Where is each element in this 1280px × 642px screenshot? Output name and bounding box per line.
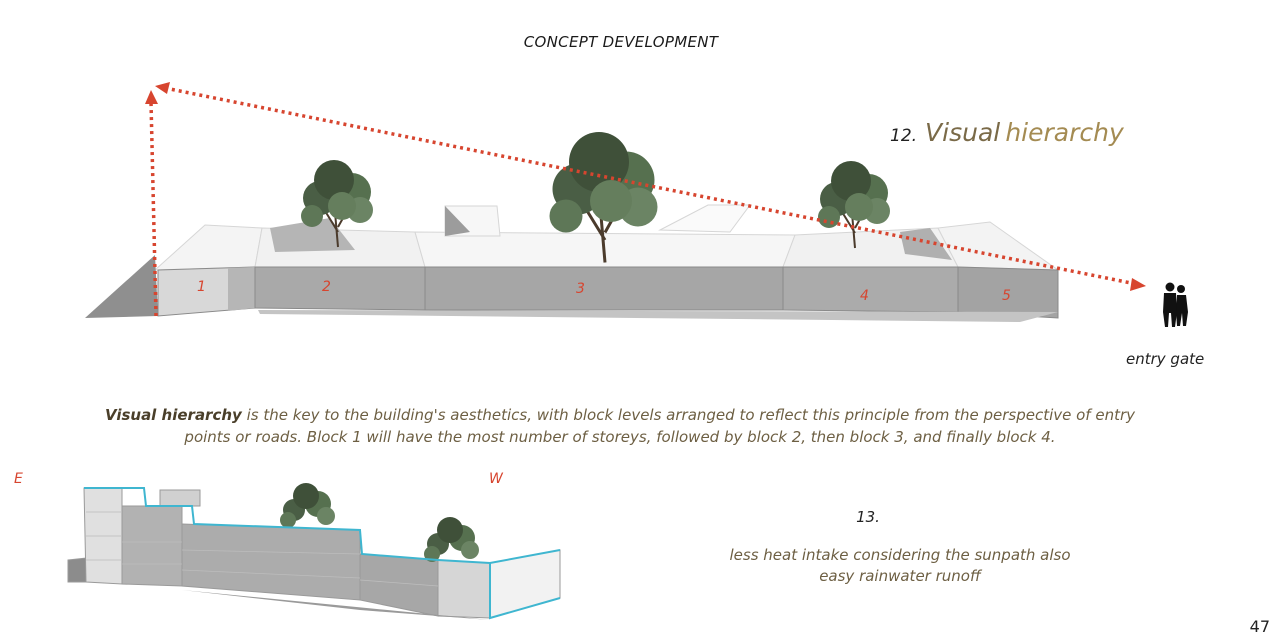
block-label-1: 1	[197, 279, 206, 295]
section-13-caption: less heat intake considering the sunpath…	[690, 545, 1110, 587]
sunpath-section-diagram	[67, 483, 561, 620]
paragraph-line-2: points or roads. Block 1 will have the m…	[184, 428, 1056, 446]
block-label-4: 4	[860, 288, 869, 304]
page-number: 47	[1249, 617, 1270, 636]
ground-shadow	[182, 590, 490, 620]
east-label: E	[14, 471, 23, 487]
page-header: CONCEPT DEVELOPMENT	[523, 33, 719, 51]
building-front	[157, 266, 1059, 319]
paragraph-bold: Visual hierarchy	[104, 406, 242, 424]
people-silhouette-icon	[1163, 282, 1188, 327]
tree-icon	[424, 517, 479, 562]
block-label-2: 2	[322, 279, 331, 295]
arrow-head-icon	[145, 90, 158, 104]
west-label: W	[489, 471, 503, 487]
title-word-visual: Visual	[925, 118, 1001, 147]
paragraph-line-1: Visual hierarchy is the key to the build…	[40, 404, 1200, 426]
sightline-arrows	[145, 82, 1146, 317]
section-12-number: 12.	[890, 126, 918, 146]
roof-outline-line	[84, 487, 561, 565]
section-12-title: 12. Visual hierarchy	[890, 118, 1124, 147]
visual-hierarchy-paragraph: Visual hierarchy is the key to the build…	[40, 404, 1200, 448]
caption-line-1: less heat intake considering the sunpath…	[729, 546, 1071, 564]
caption-line-2: easy rainwater runoff	[819, 567, 981, 585]
ground-shadow	[258, 310, 1058, 322]
side-wall	[85, 255, 158, 318]
runoff-outline-line	[489, 563, 561, 620]
visual-hierarchy-diagram: 1 2 3 4 5	[85, 82, 1188, 327]
arrow-head-icon	[155, 82, 170, 94]
paragraph-line-1-rest: is the key to the building's aesthetics,…	[241, 406, 1136, 424]
section-13-number: 13.	[856, 508, 880, 526]
tree-icon	[280, 483, 335, 528]
entry-gate-label: entry gate	[1126, 350, 1205, 368]
title-word-hierarchy: hierarchy	[1005, 118, 1124, 147]
block-label-5: 5	[1002, 288, 1011, 304]
arrow-head-icon	[1130, 278, 1146, 291]
block-label-3: 3	[576, 281, 585, 297]
